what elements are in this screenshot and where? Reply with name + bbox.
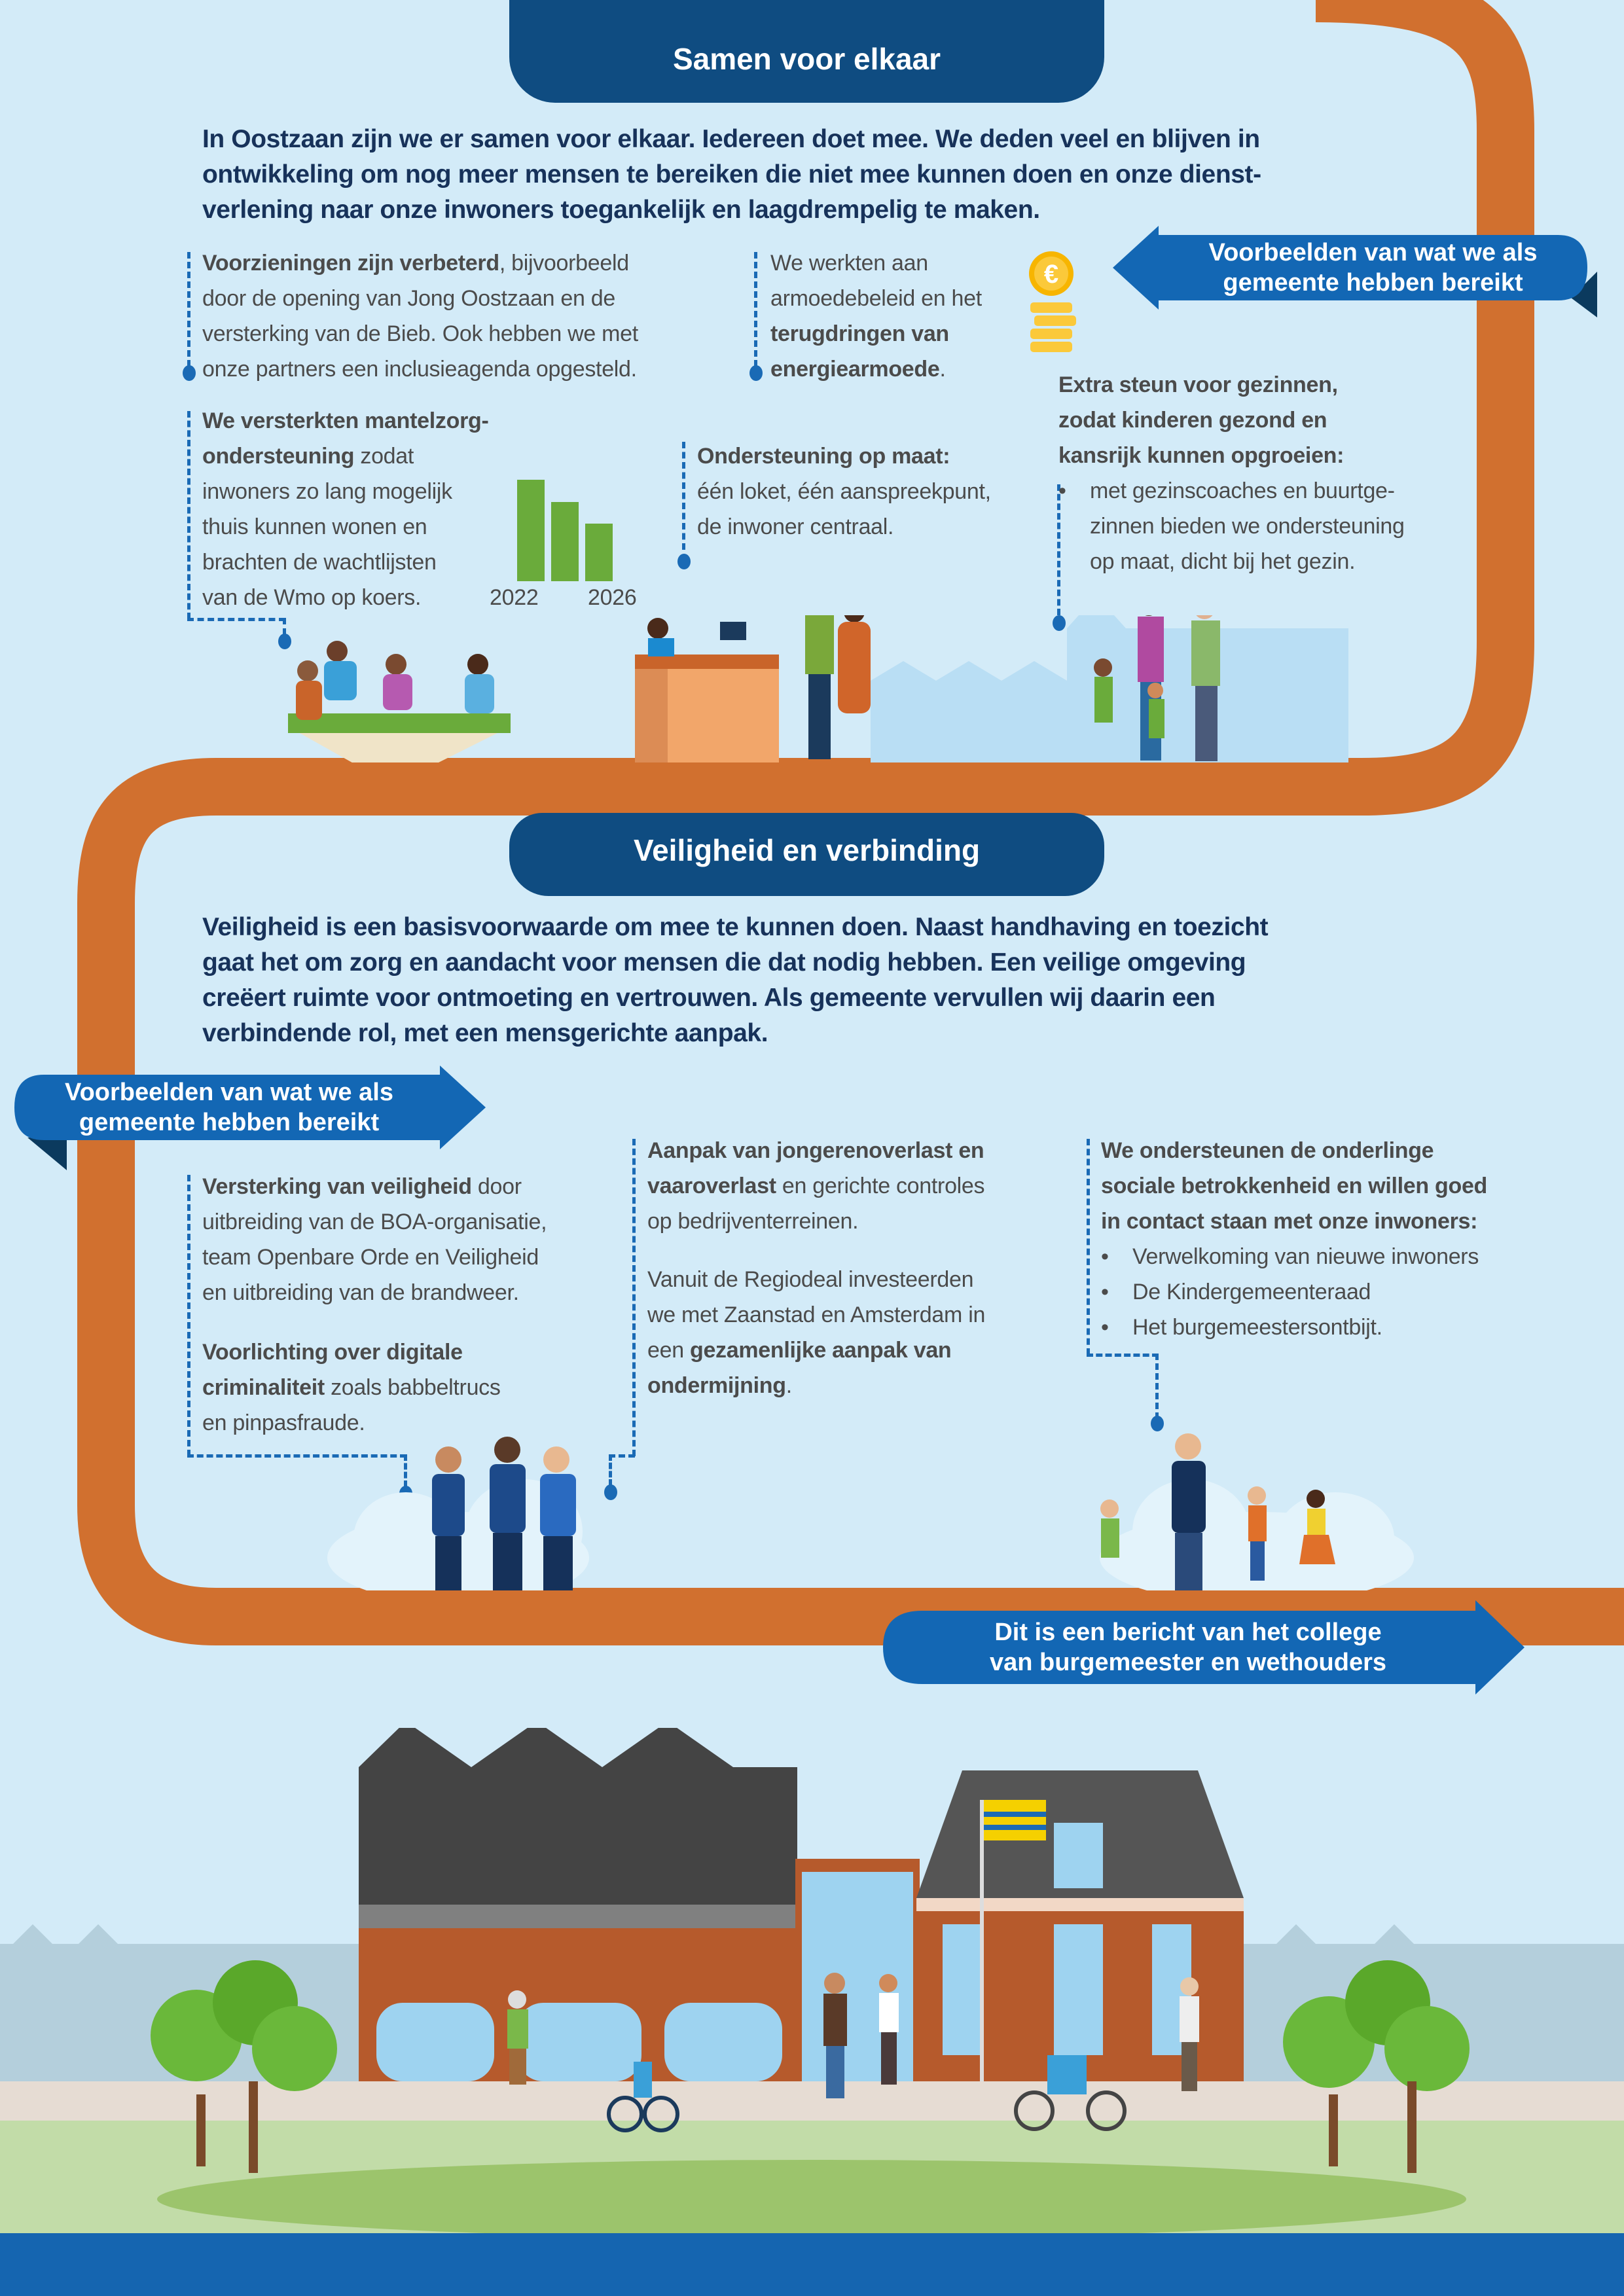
connector-line: [1087, 1139, 1090, 1355]
footer-bar: [0, 2233, 1624, 2296]
pedestrians: [507, 1973, 1199, 2132]
connector-line: [187, 411, 190, 619]
svg-text:€: €: [1044, 260, 1058, 289]
callout-line: gemeente hebben bereikt: [1223, 269, 1523, 296]
intro-line: ontwikkeling om nog meer mensen te berei…: [202, 160, 1261, 188]
callout-line: Voorbeelden van wat we als: [65, 1079, 393, 1106]
connector-line: [1057, 484, 1060, 615]
intro-samen: In Oostzaan zijn we er samen voor elkaar…: [202, 122, 1261, 228]
bar-label-2022: 2022: [490, 585, 539, 610]
police-officers: [432, 1437, 576, 1590]
town-hall-illustration: [0, 1728, 1624, 2233]
mayor-and-children: [1100, 1433, 1335, 1590]
intro-line: In Oostzaan zijn we er samen voor elkaar…: [202, 125, 1260, 153]
callout-voorbeelden-1: Voorbeelden van wat we als gemeente hebb…: [1159, 235, 1587, 300]
connector-dot: [749, 365, 763, 381]
list-item: Verwelkoming van nieuwe inwoners: [1101, 1239, 1487, 1274]
connector-dot: [604, 1484, 617, 1500]
connector-line: [187, 618, 285, 621]
intro-line: verlening naar onze inwoners toegankelij…: [202, 196, 1040, 224]
flag: [980, 1800, 1046, 2081]
list-item: Het burgemeestersontbijt.: [1101, 1310, 1487, 1345]
bar-label-2026: 2026: [588, 585, 637, 610]
connector-line: [754, 252, 757, 367]
connector-dot: [183, 365, 196, 381]
connector-line: [1087, 1354, 1159, 1357]
street: [0, 2081, 1624, 2127]
callout-line: van burgemeester en wethouders: [989, 1649, 1387, 1676]
connector-dot: [677, 554, 691, 569]
family-scene: [1094, 615, 1220, 761]
connector-dot: [1053, 615, 1066, 631]
connector-line: [609, 1454, 635, 1458]
text-regiodeal: Vanuit de Regiodeal investeerden we met …: [647, 1267, 986, 1398]
text-gezinnen: Extra steun voor gezinnen, zodat kindere…: [1058, 367, 1405, 579]
connector-line: [283, 618, 286, 635]
grass-field: [157, 2160, 1466, 2233]
intro-line: creëert ruimte voor ontmoeting en vertro…: [202, 984, 1216, 1012]
waitlist-bar-2022: [517, 480, 545, 581]
connector-dot: [278, 634, 291, 649]
callout-line: Voorbeelden van wat we als: [1208, 239, 1538, 266]
trees: [151, 1960, 1470, 2173]
callout-voorbeelden-2: Voorbeelden van wat we als gemeente hebb…: [20, 1075, 439, 1140]
waitlist-bar-2026: [585, 524, 613, 581]
connector-line: [187, 1454, 406, 1458]
connector-dot: [1151, 1416, 1164, 1431]
community-illustration: [288, 615, 1348, 762]
text-betrokkenheid: We ondersteunen de onderlinge sociale be…: [1101, 1133, 1487, 1345]
section-title-veiligheid: Veiligheid en verbinding: [509, 813, 1104, 896]
text-mantelzorg: We versterkten mantelzorg- ondersteuning…: [202, 408, 489, 610]
text-voorzieningen: Voorzieningen zijn verbeterd, bijvoorbee…: [202, 251, 638, 382]
connector-line: [404, 1454, 407, 1487]
connector-line: [187, 252, 190, 367]
callout-arrow-right: [14, 1066, 486, 1170]
dining-table-scene: [288, 641, 511, 762]
text-overlast: Aanpak van jongerenoverlast en vaaroverl…: [647, 1138, 985, 1234]
callout-line: Dit is een bericht van het college: [994, 1619, 1382, 1646]
intro-veiligheid: Veiligheid is een basisvoorwaarde om mee…: [202, 910, 1269, 1051]
service-desk-scene: [635, 615, 871, 762]
connector-line: [682, 442, 685, 550]
connector-line: [187, 1175, 190, 1456]
section-title-samen: Samen voor elkaar: [509, 0, 1104, 103]
callout-college: Dit is een bericht van het college van b…: [897, 1615, 1479, 1680]
euro-coin-stack-icon: €: [1029, 251, 1076, 352]
people-illustration: [327, 1433, 1414, 1590]
text-veiligheid: Versterking van veiligheid door uitbreid…: [202, 1174, 547, 1305]
callout-arrow-left: [1113, 226, 1597, 317]
intro-line: Veiligheid is een basisvoorwaarde om mee…: [202, 913, 1269, 941]
text-maatwerk: Ondersteuning op maat: één loket, één aa…: [697, 444, 991, 539]
text-voorlichting: Voorlichting over digitale criminaliteit…: [202, 1340, 501, 1435]
connector-line: [632, 1139, 636, 1456]
library-building: [359, 1728, 797, 2081]
connector-line: [609, 1454, 612, 1486]
intro-line: gaat het om zorg en aandacht voor mensen…: [202, 948, 1246, 977]
callout-arrow-college: [883, 1600, 1525, 1695]
intro-line: verbindende rol, met een mensgerichte aa…: [202, 1019, 768, 1047]
callout-line: gemeente hebben bereikt: [79, 1109, 380, 1136]
connector-line: [1155, 1354, 1159, 1419]
list-item: De Kindergemeenteraad: [1101, 1274, 1487, 1310]
waitlist-bar-mid: [551, 502, 579, 581]
text-armoede: We werkten aan armoedebeleid en het teru…: [770, 251, 982, 382]
glass-entrance: [795, 1859, 920, 2081]
